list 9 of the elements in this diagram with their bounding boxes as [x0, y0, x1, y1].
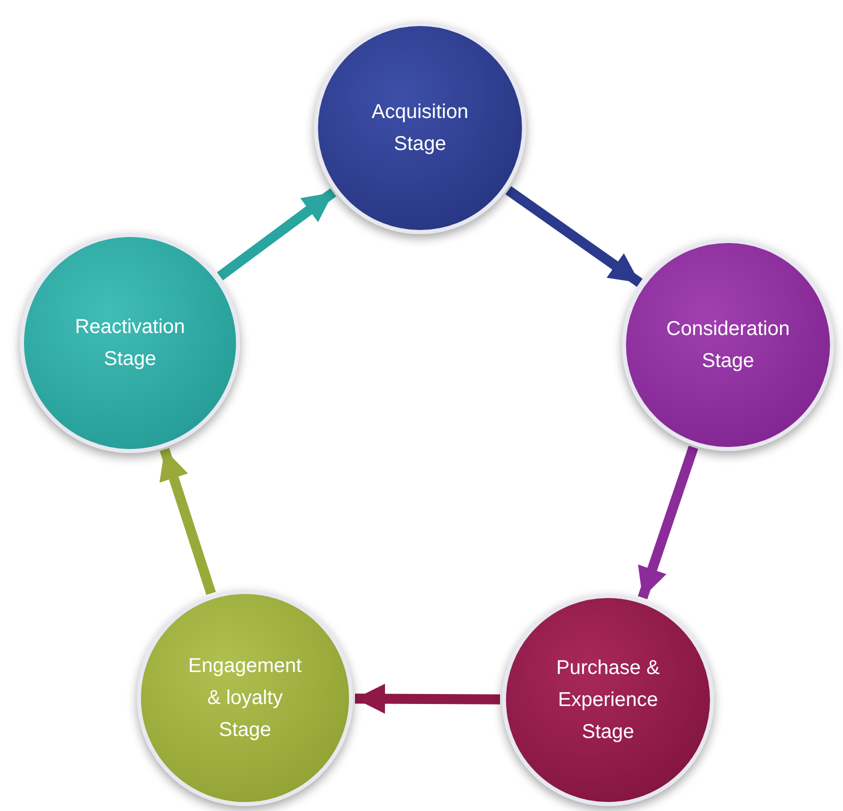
- block-arrow: [217, 188, 336, 280]
- block-arrow: [505, 186, 643, 287]
- block-arrow: [354, 684, 500, 714]
- stage-label: Reactivation Stage: [74, 315, 186, 372]
- stage-label: Engagement & loyalty Stage: [187, 654, 303, 743]
- block-arrow: [638, 446, 698, 600]
- stage-label: Acquisition Stage: [370, 100, 470, 157]
- stage-label: Consideration Stage: [665, 317, 791, 374]
- stage-label: Purchase & Experience Stage: [555, 656, 661, 745]
